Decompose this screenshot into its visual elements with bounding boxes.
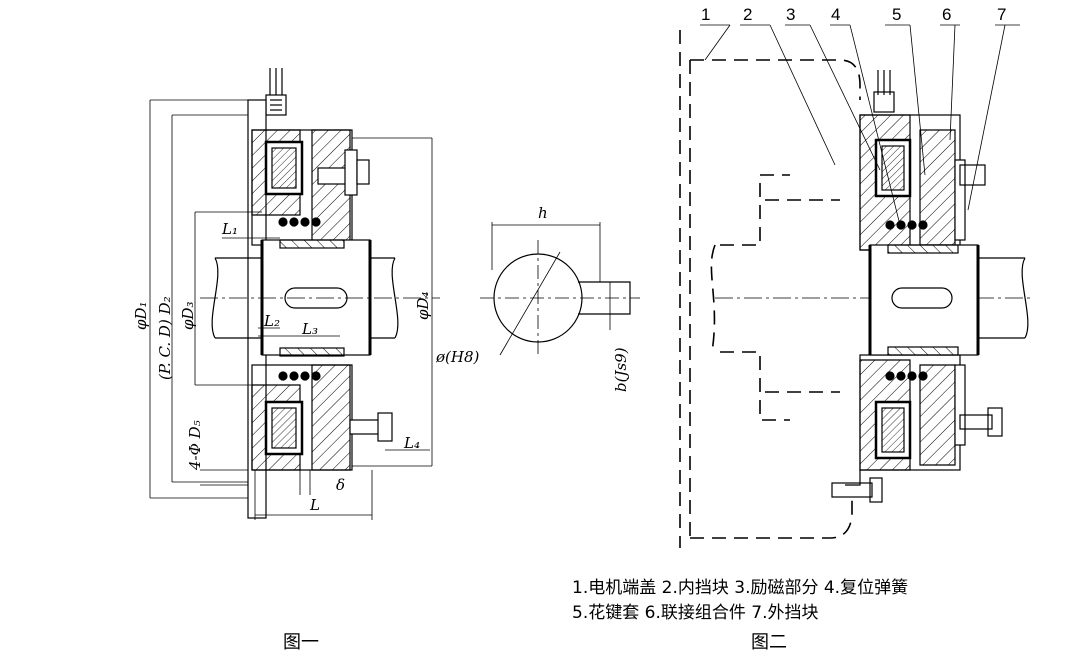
dim-l3: L₃ <box>301 320 318 338</box>
dim-bore: ø(H8) <box>435 348 480 366</box>
figure2-callouts: 1 2 3 4 5 6 7 <box>701 5 1006 24</box>
dim-l: L <box>309 496 320 514</box>
keyway-labels: h ø(H8) b(Js9) <box>435 204 630 392</box>
dim-d3: φD₃ <box>179 301 197 330</box>
dim-l2: L₂ <box>263 312 280 330</box>
callout-3: 3 <box>786 5 795 24</box>
callout-7: 7 <box>997 5 1006 24</box>
dim-l1: L₁ <box>221 220 238 238</box>
callout-1: 1 <box>701 5 710 24</box>
dim-d1: φD₁ <box>132 301 150 330</box>
dim-h: h <box>538 204 548 222</box>
callout-5: 5 <box>892 5 901 24</box>
dim-d2: (P. C. D) D₂ <box>156 296 174 380</box>
figure1-dimension-labels: φD₁ (P. C. D) D₂ φD₃ φD₄ 4-Φ D₅ L₁ L₂ L₃… <box>132 220 432 514</box>
callout-6: 6 <box>942 5 951 24</box>
dim-d4: φD₄ <box>414 291 432 320</box>
dim-l4: L₄ <box>403 434 420 452</box>
callout-4: 4 <box>831 5 840 24</box>
legend-line-1: 1.电机端盖 2.内挡块 3.励磁部分 4.复位弹簧 <box>572 578 909 598</box>
keyway-detail <box>480 222 640 356</box>
figure1-drawing <box>149 68 440 520</box>
callout-2: 2 <box>743 5 752 24</box>
dim-delta: δ <box>336 476 345 494</box>
figure2-caption: 图二 <box>751 632 787 653</box>
figure2-drawing <box>679 24 1030 548</box>
dim-b: b(Js9) <box>612 347 630 392</box>
legend-line-2: 5.花键套 6.联接组合件 7.外挡块 <box>572 603 819 623</box>
figure1-caption: 图一 <box>283 632 319 653</box>
dim-d5: 4-Φ D₅ <box>186 420 204 471</box>
